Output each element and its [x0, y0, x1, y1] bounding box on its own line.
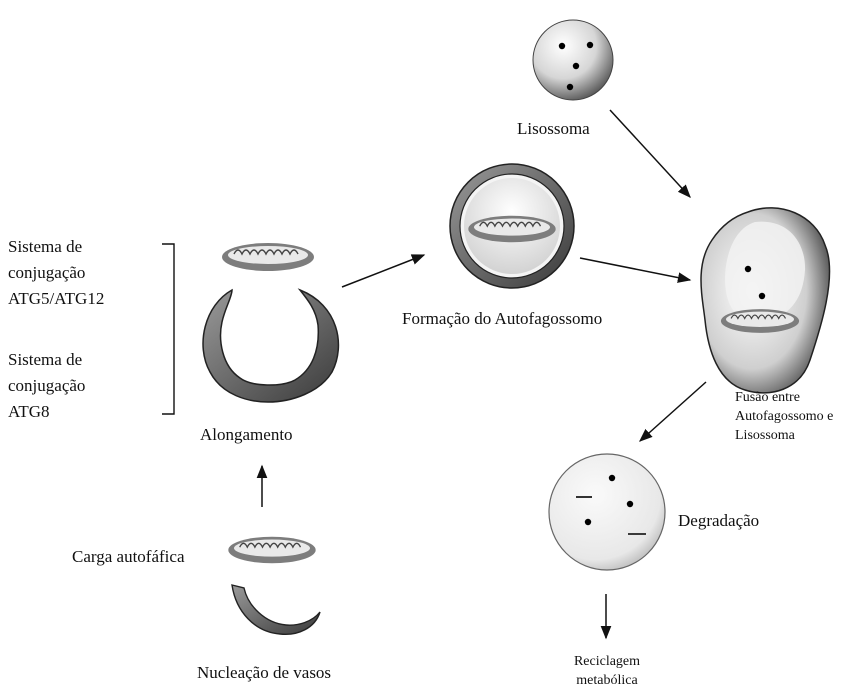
recycling-label-line-1: Reciclagem — [552, 652, 662, 671]
elongation-phagophore — [203, 243, 338, 402]
degradation-label: Degradação — [678, 510, 759, 531]
cargo-mitochondrion — [228, 537, 315, 564]
system1-line-2: conjugação — [8, 260, 104, 286]
fusion-body — [701, 208, 830, 393]
lysosome-label: Lisossoma — [517, 118, 590, 139]
elongation-label: Alongamento — [200, 424, 293, 445]
conjugation-bracket — [162, 244, 174, 414]
degradation-vesicle — [549, 454, 665, 570]
system1-line-1: Sistema de — [8, 234, 104, 260]
recycling-label-line-2: metabólica — [552, 671, 662, 690]
arrow-autophagosome-to-fusion — [580, 258, 690, 280]
fusion-label: Fusão entre Autofagossomo e Lisossoma — [735, 388, 833, 445]
system1-line-3: ATG5/ATG12 — [8, 286, 104, 312]
arrow-fusion-to-degradation — [640, 382, 706, 441]
fusion-label-line-3: Lisossoma — [735, 426, 833, 445]
cargo-label: Carga autofáfica — [72, 546, 184, 567]
system2-line-3: ATG8 — [8, 399, 85, 425]
system2-line-1: Sistema de — [8, 347, 85, 373]
conjugation-system-atg5-atg12: Sistema de conjugação ATG5/ATG12 — [8, 234, 104, 312]
conjugation-system-atg8: Sistema de conjugação ATG8 — [8, 347, 85, 425]
lysosome-vesicle — [533, 20, 613, 100]
recycling-label: Reciclagem metabólica — [552, 652, 662, 690]
nucleation-label: Nucleação de vasos — [197, 662, 331, 683]
nucleation-membrane — [232, 585, 320, 634]
autophagosome-formation-label: Formação do Autofagossomo — [402, 308, 602, 329]
system2-line-2: conjugação — [8, 373, 85, 399]
fusion-label-line-1: Fusão entre — [735, 388, 833, 407]
arrow-lysosome-to-fusion — [610, 110, 690, 197]
autophagosome — [450, 164, 574, 288]
fusion-label-line-2: Autofagossomo e — [735, 407, 833, 426]
arrow-elongation-to-autophagosome — [342, 255, 424, 287]
